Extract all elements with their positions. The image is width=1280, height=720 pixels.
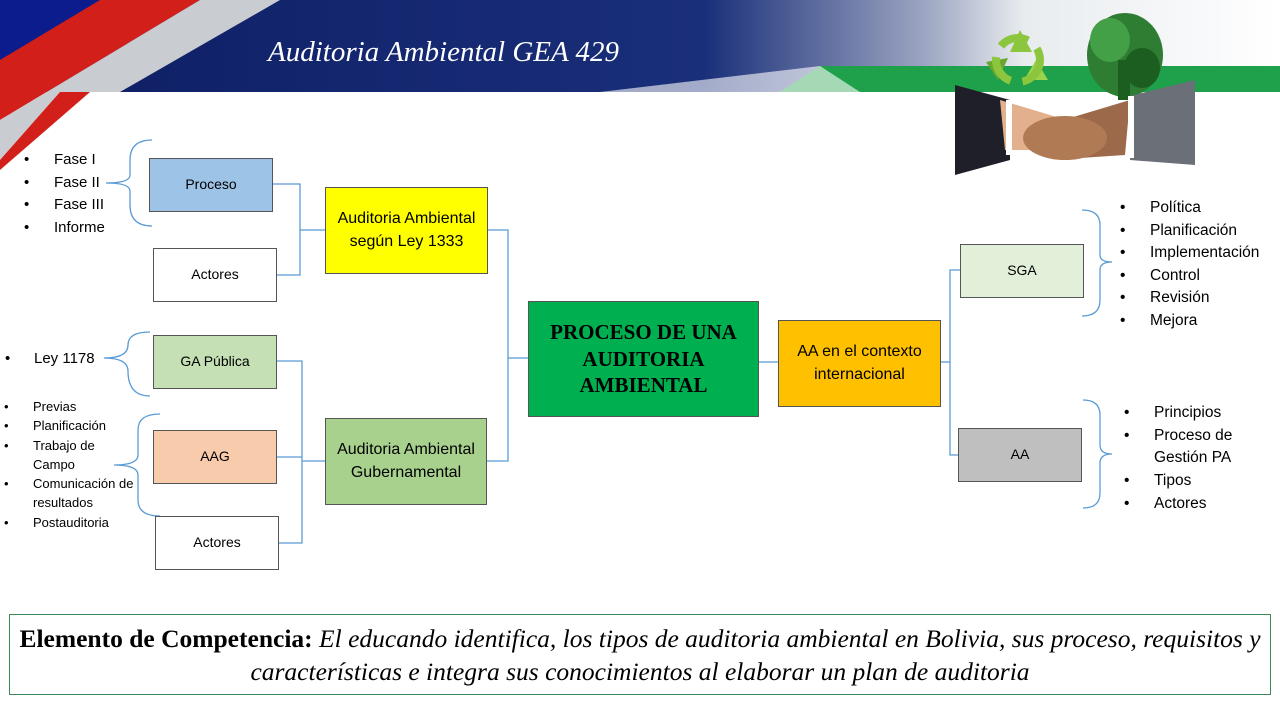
aa-list: Principios Proceso de Gestión PA Tipos A…: [1124, 402, 1274, 516]
list-item: Fase III: [24, 194, 105, 217]
tree-icon: [1087, 13, 1163, 100]
aa-internacional-box: AA en el contexto internacional: [778, 320, 941, 407]
connector-proceso-actores: [273, 183, 301, 276]
connector-sga-aa: [949, 269, 960, 456]
fases-list: Fase I Fase II Fase III Informe: [24, 149, 105, 239]
proceso-label: Proceso: [185, 176, 237, 193]
list-item: Proceso de Gestión PA: [1124, 425, 1274, 470]
ga-publica-box: GA Pública: [153, 335, 277, 389]
actores-box-top: Actores: [153, 248, 277, 302]
aa-box: AA: [958, 428, 1082, 482]
list-item: Comunicación de resultados: [4, 474, 134, 513]
page-title: Auditoria Ambiental GEA 429: [268, 36, 619, 68]
brace-aa: [1082, 399, 1113, 509]
list-item: Fase II: [24, 172, 105, 195]
aa-internacional-label: AA en el contexto internacional: [797, 343, 922, 383]
list-item: Actores: [1124, 493, 1274, 516]
ley-list: Ley 1178: [5, 349, 95, 369]
center-process-label: PROCESO DE UNA AUDITORIA AMBIENTAL: [550, 319, 737, 398]
brace-sga: [1081, 209, 1113, 317]
list-item: Mejora: [1120, 310, 1259, 333]
actores-box-bottom: Actores: [155, 516, 279, 570]
list-item: Implementación: [1120, 242, 1259, 265]
list-item: Principios: [1124, 402, 1274, 425]
sga-box: SGA: [960, 244, 1084, 298]
recycle-icon: [986, 30, 1048, 86]
center-process-box: PROCESO DE UNA AUDITORIA AMBIENTAL: [528, 301, 759, 417]
aag-phases-list: Previas Planificación Trabajo de Campo C…: [4, 397, 134, 532]
sga-label: SGA: [1007, 262, 1037, 279]
handshake-icon: [955, 80, 1195, 175]
auditoria-gubernamental-label: Auditoria Ambiental Gubernamental: [337, 441, 475, 481]
competencia-box: Elemento de Competencia: El educando ide…: [9, 614, 1271, 695]
ga-publica-label: GA Pública: [180, 353, 250, 370]
list-item: Control: [1120, 265, 1259, 288]
list-item: Política: [1120, 197, 1259, 220]
flag-stripes: [0, 0, 280, 170]
brace-fases: [105, 139, 153, 227]
sga-list: Política Planificación Implementación Co…: [1120, 197, 1259, 332]
list-item: Previas: [4, 397, 134, 417]
actores-label: Actores: [191, 266, 239, 283]
list-item: Fase I: [24, 149, 105, 172]
aag-box: AAG: [153, 430, 277, 484]
list-item: Revisión: [1120, 287, 1259, 310]
auditoria-gubernamental-box: Auditoria Ambiental Gubernamental: [325, 418, 487, 505]
proceso-box: Proceso: [149, 158, 273, 212]
aag-label: AAG: [200, 448, 230, 465]
handshake-recycle-image: [955, 13, 1195, 175]
list-item: Planificación: [4, 416, 134, 436]
aa-label: AA: [1010, 446, 1030, 463]
connector-left-mains: [487, 229, 509, 462]
list-item: Ley 1178: [5, 349, 95, 369]
auditoria-ley1333-box: Auditoria Ambiental según Ley 1333: [325, 187, 488, 274]
list-item: Tipos: [1124, 470, 1274, 493]
competencia-label: Elemento de Competencia:: [19, 624, 313, 653]
competencia-text: El educando identifica, los tipos de aud…: [250, 624, 1261, 686]
list-item: Planificación: [1120, 220, 1259, 243]
list-item: Informe: [24, 217, 105, 240]
list-item: Trabajo de Campo: [4, 436, 134, 475]
auditoria-ley1333-label: Auditoria Ambiental según Ley 1333: [337, 210, 476, 250]
list-item: Postauditoria: [4, 513, 134, 533]
actores-label: Actores: [193, 534, 241, 551]
connector-gapublica-actores: [277, 360, 303, 544]
brace-ley: [103, 331, 151, 397]
